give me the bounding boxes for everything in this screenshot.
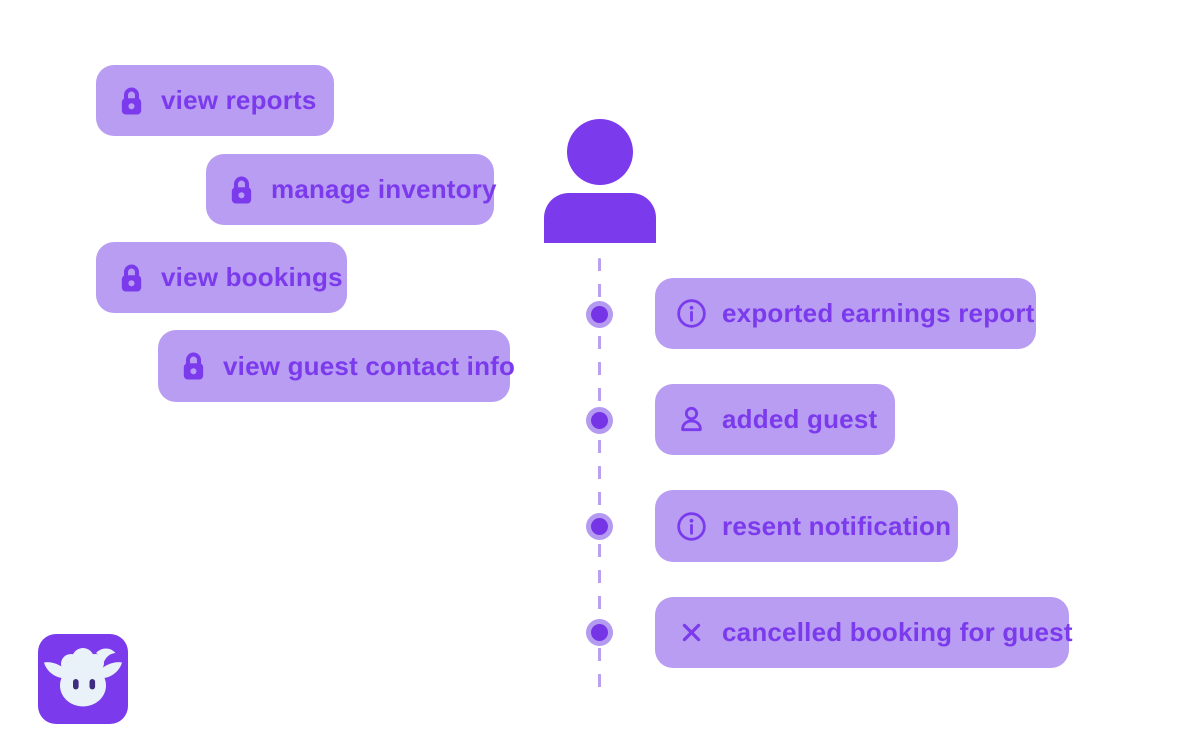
permission-label: manage inventory [271, 174, 497, 204]
permission-pill-view-bookings: view bookings [96, 242, 347, 313]
info-icon [676, 298, 707, 329]
timeline-dot-inner [591, 412, 608, 429]
permission-pill-manage-inventory: manage inventory [206, 154, 497, 225]
lock-icon [228, 174, 255, 206]
timeline-dot-inner [591, 624, 608, 641]
activity-label: cancelled booking for guest [722, 617, 1073, 647]
lock-icon [118, 262, 145, 294]
permission-label: view bookings [161, 262, 343, 292]
activity-pill-cancelled-booking: cancelled booking for guest [655, 597, 1072, 668]
activity-pill-exported-earnings-report: exported earnings report [655, 278, 1036, 349]
activity-label: resent notification [722, 510, 952, 541]
permission-label: view guest contact info [223, 350, 516, 381]
mascot-logo [38, 634, 128, 724]
activity-pill-added-guest: added guest [655, 384, 895, 455]
timeline-dot [586, 407, 613, 434]
permission-label: view reports [161, 85, 317, 115]
timeline-dot-inner [591, 306, 608, 323]
timeline-dot-inner [591, 518, 608, 535]
user-icon [676, 404, 707, 435]
activity-pill-resent-notification: resent notification [655, 490, 958, 562]
timeline-dot [586, 619, 613, 646]
activity-label: added guest [722, 404, 878, 434]
info-icon [676, 511, 707, 542]
timeline-dot [586, 301, 613, 328]
lock-icon [180, 350, 207, 382]
permission-pill-view-reports: view reports [96, 65, 334, 136]
timeline-dashed-line [598, 258, 601, 690]
lock-icon [118, 85, 145, 117]
activity-label: exported earnings report [722, 298, 1035, 328]
timeline-dot [586, 513, 613, 540]
user-figure-icon [540, 118, 660, 244]
permission-pill-view-guest-contact-info: view guest contact info [158, 330, 515, 402]
x-icon [676, 617, 707, 648]
